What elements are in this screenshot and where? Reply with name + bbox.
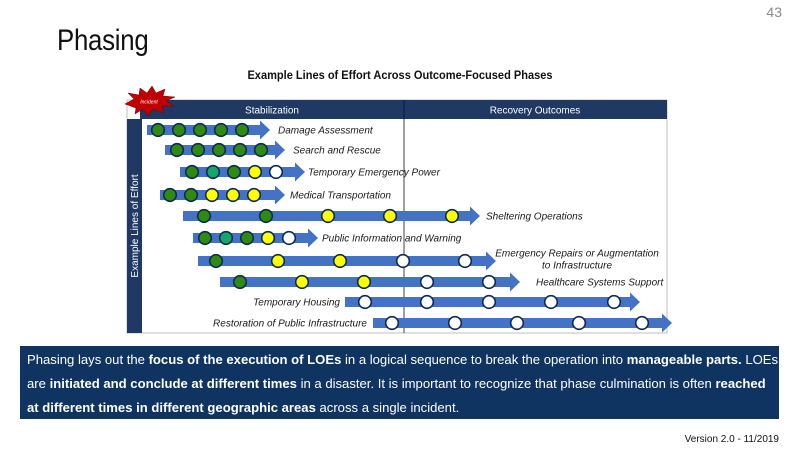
milestone-white xyxy=(457,253,473,269)
loe-label: Damage Assessment xyxy=(278,126,374,137)
milestone-yellow xyxy=(332,253,348,269)
milestone-dark-green xyxy=(192,122,208,138)
slide-title: Phasing xyxy=(57,24,149,57)
milestone-white xyxy=(357,294,373,310)
milestone-dark-green xyxy=(226,164,242,180)
milestone-dark-green xyxy=(258,208,274,224)
milestone-dark-green xyxy=(162,187,178,203)
burst-icon xyxy=(124,85,176,117)
line-of-effort: Healthcare Systems Support xyxy=(220,272,665,292)
line-of-effort: Restoration of Public Infrastructure xyxy=(213,313,672,333)
milestone-yellow xyxy=(294,274,310,290)
milestone-yellow xyxy=(247,164,263,180)
milestone-white xyxy=(281,230,297,246)
milestone-dark-green xyxy=(211,142,227,158)
milestone-dark-green xyxy=(150,122,166,138)
page-number: 43 xyxy=(766,4,782,20)
loe-label: Medical Transportation xyxy=(290,191,391,202)
caption-text: Phasing lays out the xyxy=(27,352,149,367)
milestone-yellow xyxy=(246,187,262,203)
caption-box: Phasing lays out the focus of the execut… xyxy=(20,346,779,419)
milestone-dark-green xyxy=(232,142,248,158)
milestone-dark-green xyxy=(213,122,229,138)
milestone-dark-green xyxy=(196,208,212,224)
milestone-dark-green xyxy=(208,253,224,269)
milestone-dark-green xyxy=(232,274,248,290)
y-axis-label: Example Lines of Effort xyxy=(130,174,141,277)
caption-emphasis: initiated and conclude at different time… xyxy=(49,376,297,391)
milestone-yellow xyxy=(444,208,460,224)
milestone-dark-green xyxy=(171,122,187,138)
caption-emphasis: reached at different times in different … xyxy=(27,376,766,415)
loe-label: Healthcare Systems Support xyxy=(536,278,665,289)
incident-label: Incident xyxy=(140,100,158,106)
milestone-dark-green xyxy=(197,230,213,246)
milestone-yellow xyxy=(204,187,220,203)
milestone-dark-green xyxy=(184,164,200,180)
milestone-yellow xyxy=(382,208,398,224)
caption-text: in a logical sequence to break the opera… xyxy=(341,352,627,367)
milestone-dark-green xyxy=(190,142,206,158)
milestone-dark-green xyxy=(253,142,269,158)
milestone-white xyxy=(481,274,497,290)
milestone-white xyxy=(447,315,463,331)
milestone-white xyxy=(419,294,435,310)
milestone-white xyxy=(634,315,650,331)
diagram-title: Example Lines of Effort Across Outcome-F… xyxy=(247,68,553,82)
milestone-white xyxy=(571,315,587,331)
milestone-yellow xyxy=(356,274,372,290)
milestone-yellow xyxy=(270,253,286,269)
milestone-dark-green xyxy=(169,142,185,158)
line-of-effort: Public Information and Warning xyxy=(193,228,462,248)
caption-emphasis: manageable parts. xyxy=(626,352,742,367)
line-of-effort: Temporary Emergency Power xyxy=(180,162,441,182)
line-of-effort: Search and Rescue xyxy=(165,140,381,160)
milestone-teal-green xyxy=(205,164,221,180)
incident-burst: Incident xyxy=(124,85,176,117)
loe-label: Temporary Emergency Power xyxy=(308,168,441,179)
milestone-yellow xyxy=(260,230,276,246)
caption-text: in a disaster. It is important to recogn… xyxy=(296,376,716,391)
loe-label: Temporary Housing xyxy=(253,298,340,309)
line-of-effort: Temporary Housing xyxy=(253,292,640,312)
lines-of-effort-diagram: Stabilization Recovery Outcomes Example … xyxy=(124,85,672,334)
milestone-white xyxy=(419,274,435,290)
phase-label-recovery: Recovery Outcomes xyxy=(490,106,581,117)
y-axis-bar xyxy=(127,119,142,333)
milestone-white xyxy=(509,315,525,331)
milestone-white xyxy=(481,294,497,310)
milestone-dark-green xyxy=(234,122,250,138)
caption-emphasis: focus of the execution of LOEs xyxy=(148,352,342,367)
milestone-white xyxy=(606,294,622,310)
milestone-yellow xyxy=(225,187,241,203)
phase-label-stabilization: Stabilization xyxy=(245,106,299,117)
line-of-effort: Damage Assessment xyxy=(147,120,374,140)
milestone-yellow xyxy=(320,208,336,224)
milestone-dark-green xyxy=(239,230,255,246)
line-of-effort: Medical Transportation xyxy=(160,185,391,205)
caption-text: across a single incident. xyxy=(315,400,460,415)
loe-label: Public Information and Warning xyxy=(322,234,462,245)
milestone-white xyxy=(268,164,284,180)
loe-label: to Infrastructure xyxy=(542,261,612,272)
version-label: Version 2.0 - 11/2019 xyxy=(684,434,779,445)
loe-label: Sheltering Operations xyxy=(486,212,583,223)
milestone-white xyxy=(543,294,559,310)
loe-label: Search and Rescue xyxy=(293,146,381,157)
milestone-dark-green xyxy=(183,187,199,203)
line-of-effort: Sheltering Operations xyxy=(183,206,583,226)
milestone-teal-green xyxy=(218,230,234,246)
loe-label: Restoration of Public Infrastructure xyxy=(213,319,367,330)
loe-label: Emergency Repairs or Augmentation xyxy=(495,249,659,260)
milestone-white xyxy=(395,253,411,269)
caption-text: LOEs are xyxy=(27,352,779,391)
milestone-white xyxy=(384,315,400,331)
